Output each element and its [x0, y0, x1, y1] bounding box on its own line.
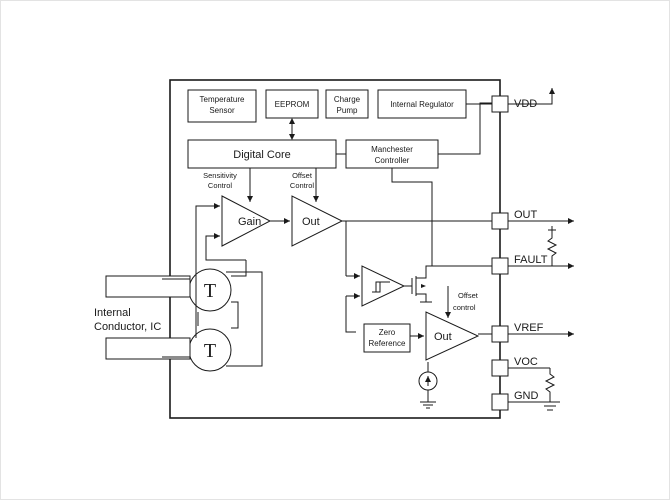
pin-label-voc: VOC — [514, 356, 538, 368]
manchester-vdd-link — [438, 102, 492, 155]
zero-reference-label-1: Zero — [379, 328, 396, 337]
pin-vref — [491, 325, 509, 343]
zero-reference-label-2: Reference — [369, 339, 406, 348]
charge-pump-block — [325, 89, 369, 119]
conductor-upper — [105, 275, 191, 298]
pin-out — [491, 212, 509, 230]
mosfet-source — [416, 293, 427, 302]
pin-label-vref: VREF — [514, 322, 544, 334]
out-amplifier-lower — [425, 311, 480, 361]
temperature-sensor-label-1: Temperature — [200, 95, 245, 104]
digital-core-label: Digital Core — [233, 149, 290, 161]
conductor-label-1: Internal — [94, 307, 131, 319]
voc-resistor — [544, 368, 556, 402]
internal-regulator-label: Internal Regulator — [390, 100, 454, 109]
offset-control-label-2: Control — [290, 181, 315, 190]
pin-gnd — [491, 393, 509, 411]
pin-fault — [491, 257, 509, 275]
eeprom-block — [265, 89, 319, 119]
conductor-label-2: Conductor, IC — [94, 321, 161, 333]
digital-core-block — [187, 139, 337, 169]
hysteresis-symbol-2 — [375, 281, 386, 292]
fault-pullup-resistor — [546, 230, 558, 266]
offset-control-lower-label-2: control — [453, 303, 476, 312]
hall-wire-1 — [231, 260, 247, 277]
vdd-supply-arrow — [508, 88, 555, 105]
offset-control-lower-label-1: Offset — [458, 291, 479, 300]
fault-comparator — [361, 265, 406, 307]
offset-control-label-1: Offset — [292, 171, 313, 180]
out-amplifier-upper-label: Out — [302, 216, 320, 228]
manchester-controller-label-1: Manchester — [371, 145, 413, 154]
pin-label-out: OUT — [514, 209, 538, 221]
conductor-lower — [105, 337, 191, 360]
pin-vdd — [491, 95, 509, 113]
hall-sensor-upper-label: T — [204, 280, 216, 302]
pin-voc — [491, 359, 509, 377]
mosfet-arrow — [421, 284, 426, 288]
pin-label-gnd: GND — [514, 390, 539, 402]
gain-amplifier-label: Gain — [238, 216, 261, 228]
temperature-sensor-block — [187, 89, 257, 123]
gain-input-plus — [195, 205, 212, 275]
internal-regulator-block — [377, 89, 467, 119]
mosfet-drain — [416, 265, 492, 279]
hall-sensor-lower-label: T — [204, 340, 216, 362]
hall-wire-4 — [226, 271, 263, 367]
zero-reference-block — [363, 323, 411, 353]
comparator-feedback — [345, 296, 356, 333]
temperature-sensor-label-2: Sensor — [209, 106, 235, 115]
sensitivity-control-label-2: Control — [208, 181, 233, 190]
ic-package-outline — [169, 79, 501, 419]
gain-amplifier — [221, 195, 272, 247]
hall-wire-3 — [231, 301, 239, 329]
pin-label-fault: FAULT — [514, 254, 548, 266]
manchester-fault-link — [391, 168, 433, 266]
charge-pump-label-2: Pump — [337, 106, 358, 115]
out-amplifier-lower-label: Out — [434, 331, 452, 343]
manchester-controller-label-2: Controller — [375, 156, 410, 165]
eeprom-label: EEPROM — [275, 100, 310, 109]
sensitivity-control-label-1: Sensitivity — [203, 171, 237, 180]
out-amplifier-upper — [291, 195, 344, 247]
charge-pump-label-1: Charge — [334, 95, 361, 104]
